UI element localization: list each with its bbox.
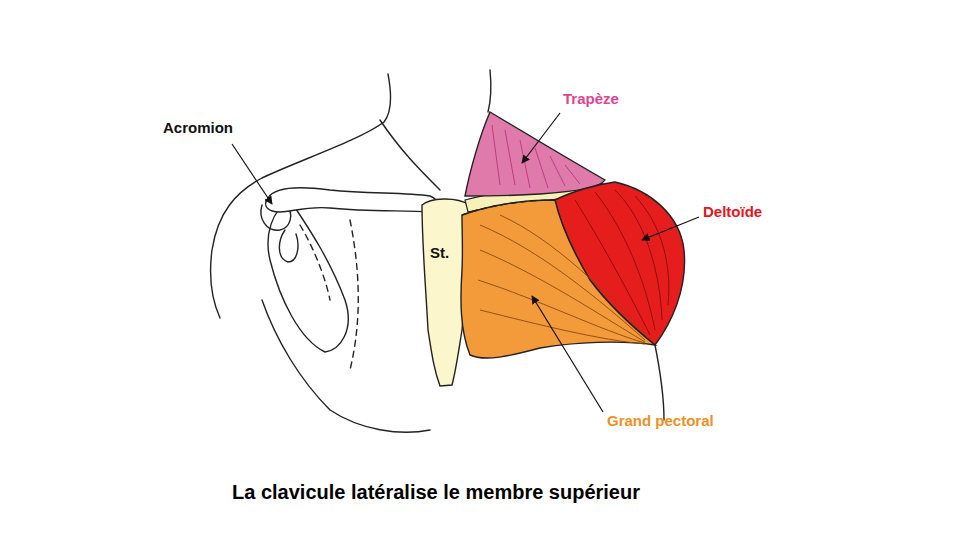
caption: La clavicule latéralise le membre supéri… (232, 481, 640, 504)
muscle-label: Grand pectoral (607, 412, 714, 429)
muscle-label: Trapèze (563, 90, 619, 107)
part-label: St. (430, 244, 449, 261)
muscle-label: Deltoïde (703, 203, 762, 220)
part-label: Acromion (163, 119, 233, 136)
